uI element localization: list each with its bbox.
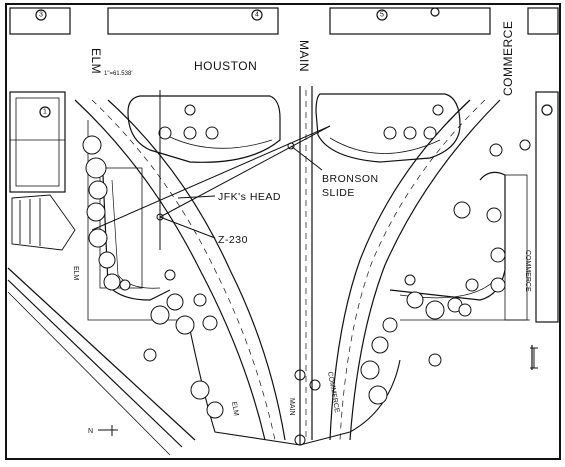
z230-label: Z-230	[218, 234, 248, 246]
street-label-commerce-bottom: COMMERCE	[326, 371, 340, 414]
bronson-slide-label-1: BRONSON	[322, 173, 379, 185]
building-number-1: 1	[43, 109, 47, 116]
street-label-commerce-top: COMMERCE	[501, 21, 515, 96]
street-label-houston: HOUSTON	[194, 59, 257, 73]
street-label-commerce-right: COMMERCE	[524, 250, 531, 292]
scale-bar	[530, 347, 538, 369]
bronson-slide-label-2: SLIDE	[322, 187, 355, 199]
right-plaza	[315, 93, 528, 321]
railroad-lines	[7, 267, 196, 456]
street-label-main-bottom: MAIN	[288, 398, 295, 416]
sight-lines	[91, 90, 331, 250]
parking-lot	[11, 194, 76, 251]
north-arrow-label: N	[88, 428, 93, 435]
map-frame	[5, 3, 561, 460]
street-label-elm-bottom: ELM	[230, 401, 239, 417]
street-label-elm-top: ELM	[89, 48, 103, 74]
building-number-5: 5	[380, 12, 384, 19]
north-arrow	[98, 425, 118, 436]
commerce-street-road	[329, 99, 501, 441]
scale-note: 1"=61.538'	[104, 71, 132, 77]
elm-street-road	[74, 99, 286, 441]
right-building	[531, 91, 559, 370]
trees	[82, 104, 531, 419]
street-label-elm-side: ELM	[72, 266, 79, 281]
street-label-main-top: MAIN	[297, 40, 311, 72]
left-building	[9, 91, 66, 193]
jfk-head-label: JFK's HEAD	[218, 191, 281, 203]
top-buildings	[9, 7, 559, 35]
building-number-3: 3	[39, 12, 43, 19]
bottom-curbs	[87, 120, 530, 446]
main-street-road	[299, 86, 313, 445]
building-number-4: 4	[255, 12, 259, 19]
